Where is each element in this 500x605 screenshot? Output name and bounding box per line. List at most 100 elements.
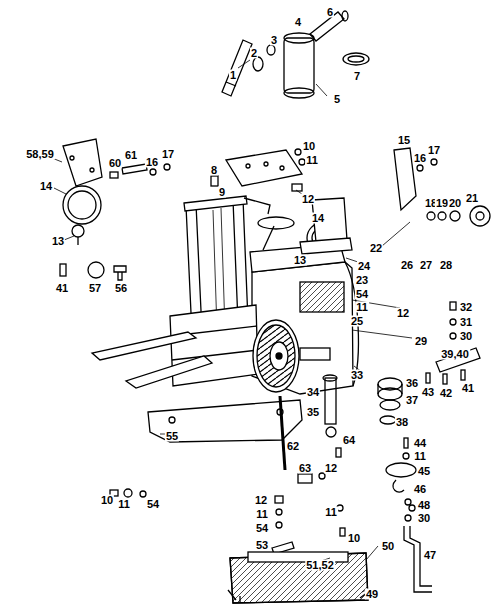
callout-number: 11	[355, 302, 369, 313]
forklift-truck-stroke	[276, 353, 282, 359]
callout-number: 33	[350, 370, 364, 381]
forklift-truck-stroke	[170, 305, 258, 386]
left-lamp-group-stroke	[60, 264, 66, 276]
cylinder-assembly-stroke	[222, 40, 252, 96]
leader-lines-stroke	[64, 236, 74, 240]
lower-right-parts-stroke	[450, 319, 456, 325]
left-lamp-group-stroke	[72, 225, 84, 237]
forklift-truck-stroke	[257, 325, 295, 387]
callout-number: 50	[381, 541, 395, 552]
lower-right-parts-stroke	[450, 302, 456, 310]
callout-number: 46	[413, 484, 427, 495]
callout-number: 22	[369, 243, 383, 254]
forklift-truck-stroke	[244, 198, 270, 214]
lower-right-parts-stroke	[405, 499, 411, 505]
callout-number: 47	[423, 550, 437, 561]
lower-right-parts-stroke	[443, 374, 447, 384]
callout-number: 53	[255, 540, 269, 551]
callout-number: 13	[51, 236, 65, 247]
forklift-truck	[92, 196, 358, 394]
leader-lines	[52, 158, 412, 592]
lower-right-parts-stroke	[450, 333, 456, 339]
callout-number: 34	[306, 387, 320, 398]
cylinder-assembly-stroke	[267, 45, 275, 55]
callout-number: 55	[165, 431, 179, 442]
left-lamp-group-stroke	[63, 139, 102, 186]
lower-right-parts-stroke	[404, 438, 408, 448]
callout-number: 12	[301, 194, 315, 205]
callout-number: 5	[333, 94, 341, 105]
cylinder-assembly-stroke	[343, 53, 369, 65]
left-lamp-group-stroke	[110, 172, 118, 178]
callout-number: 11	[413, 451, 427, 462]
forklift-truck-stroke	[126, 356, 212, 388]
lower-left-parts-stroke	[148, 400, 302, 442]
left-lamp-group-stroke	[122, 164, 147, 174]
callout-number: 51,52	[305, 560, 335, 571]
lower-right-parts-stroke	[426, 373, 430, 383]
callout-number: 60	[108, 158, 122, 169]
callout-number: 41	[461, 383, 475, 394]
forklift-truck-stroke	[253, 320, 299, 392]
right-lamp-group-stroke	[438, 212, 446, 220]
right-lamp-group-stroke	[427, 212, 435, 220]
callout-number: 64	[342, 435, 356, 446]
forklift-truck-stroke	[300, 238, 352, 254]
callout-number: 48	[417, 500, 431, 511]
callout-number: 62	[286, 441, 300, 452]
dash-plate-stroke	[211, 176, 218, 186]
dash-plate-stroke	[280, 166, 284, 170]
lower-right-parts-stroke	[378, 388, 402, 400]
lower-left-parts	[110, 396, 345, 554]
callout-number: 20	[448, 198, 462, 209]
callout-number: 2	[250, 48, 258, 59]
lower-left-parts-stroke	[169, 417, 175, 423]
callout-number: 30	[417, 513, 431, 524]
callout-number: 13	[293, 255, 307, 266]
dash-plate-stroke	[295, 149, 301, 155]
callout-number: 10	[302, 141, 316, 152]
callout-number: 27	[419, 260, 433, 271]
lower-right-parts-stroke	[403, 453, 409, 459]
callout-number: 61	[124, 150, 138, 161]
lower-left-parts-stroke	[140, 491, 146, 497]
lower-right-parts-stroke	[386, 463, 416, 477]
lower-right-parts-stroke	[380, 400, 400, 410]
callout-number: 12	[254, 495, 268, 506]
callout-number: 63	[298, 463, 312, 474]
battery-box-stroke	[228, 590, 368, 600]
cylinder-assembly-stroke	[253, 57, 263, 71]
right-lamp-group-stroke	[431, 159, 437, 165]
callout-number: 23	[355, 275, 369, 286]
leader-lines-stroke	[352, 330, 412, 338]
callout-number: 36	[405, 378, 419, 389]
battery-box-stroke	[230, 553, 368, 603]
callout-number: 54	[255, 523, 269, 534]
dash-plate-stroke	[299, 159, 305, 165]
callout-number: 58,59	[25, 149, 55, 160]
left-lamp-group-stroke	[164, 164, 170, 170]
lower-left-parts-stroke	[124, 489, 132, 497]
callout-number: 30	[459, 331, 473, 342]
dash-plate	[211, 149, 305, 191]
lower-right-parts-stroke	[405, 515, 411, 521]
callout-number: 14	[39, 181, 53, 192]
left-lamp-group-stroke	[90, 168, 94, 172]
left-lamp-group-stroke	[150, 169, 156, 175]
forklift-truck-stroke	[252, 262, 353, 394]
left-lamp-group-stroke	[88, 262, 104, 278]
right-lamp-group-stroke	[417, 165, 423, 171]
callout-number: 6	[326, 7, 334, 18]
callout-number: 31	[459, 317, 473, 328]
callout-number: 57	[88, 283, 102, 294]
callout-number: 21	[465, 193, 479, 204]
left-lamp-group-stroke	[114, 266, 126, 280]
callout-number: 54	[146, 499, 160, 510]
right-lamp-group-stroke	[470, 206, 490, 226]
lower-right-parts-stroke	[326, 427, 336, 437]
left-lamp-group-stroke	[63, 186, 101, 224]
callout-number: 1	[229, 70, 237, 81]
left-lamp-group-stroke	[70, 156, 74, 160]
callout-number: 39,40	[440, 349, 470, 360]
leader-lines-stroke	[366, 546, 378, 560]
